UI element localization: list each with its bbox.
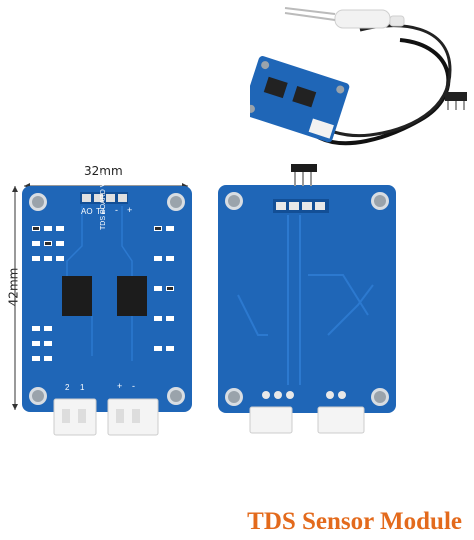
connectors-back	[249, 406, 365, 434]
product-title: TDS Sensor Module	[247, 508, 462, 535]
connector-label-minus: -	[132, 381, 135, 391]
pin-label-minus: -	[115, 205, 118, 215]
connector-label-plus: +	[117, 381, 123, 391]
connectors-front	[53, 398, 159, 436]
connector-label-1: 1	[80, 383, 85, 392]
pin-header-back	[291, 164, 317, 186]
connector-label-2: 2	[65, 383, 70, 392]
pin-label-ao: AO	[81, 207, 93, 216]
sensor-kit-photo	[250, 7, 467, 146]
board-version-label: TDS BOARD V1.0	[100, 172, 107, 230]
pin-label-plus: +	[127, 205, 133, 215]
pcb-back	[218, 185, 396, 413]
pcb-front	[22, 186, 192, 412]
width-label: 32mm	[84, 164, 123, 178]
pin-label-t1: T1	[96, 207, 106, 216]
